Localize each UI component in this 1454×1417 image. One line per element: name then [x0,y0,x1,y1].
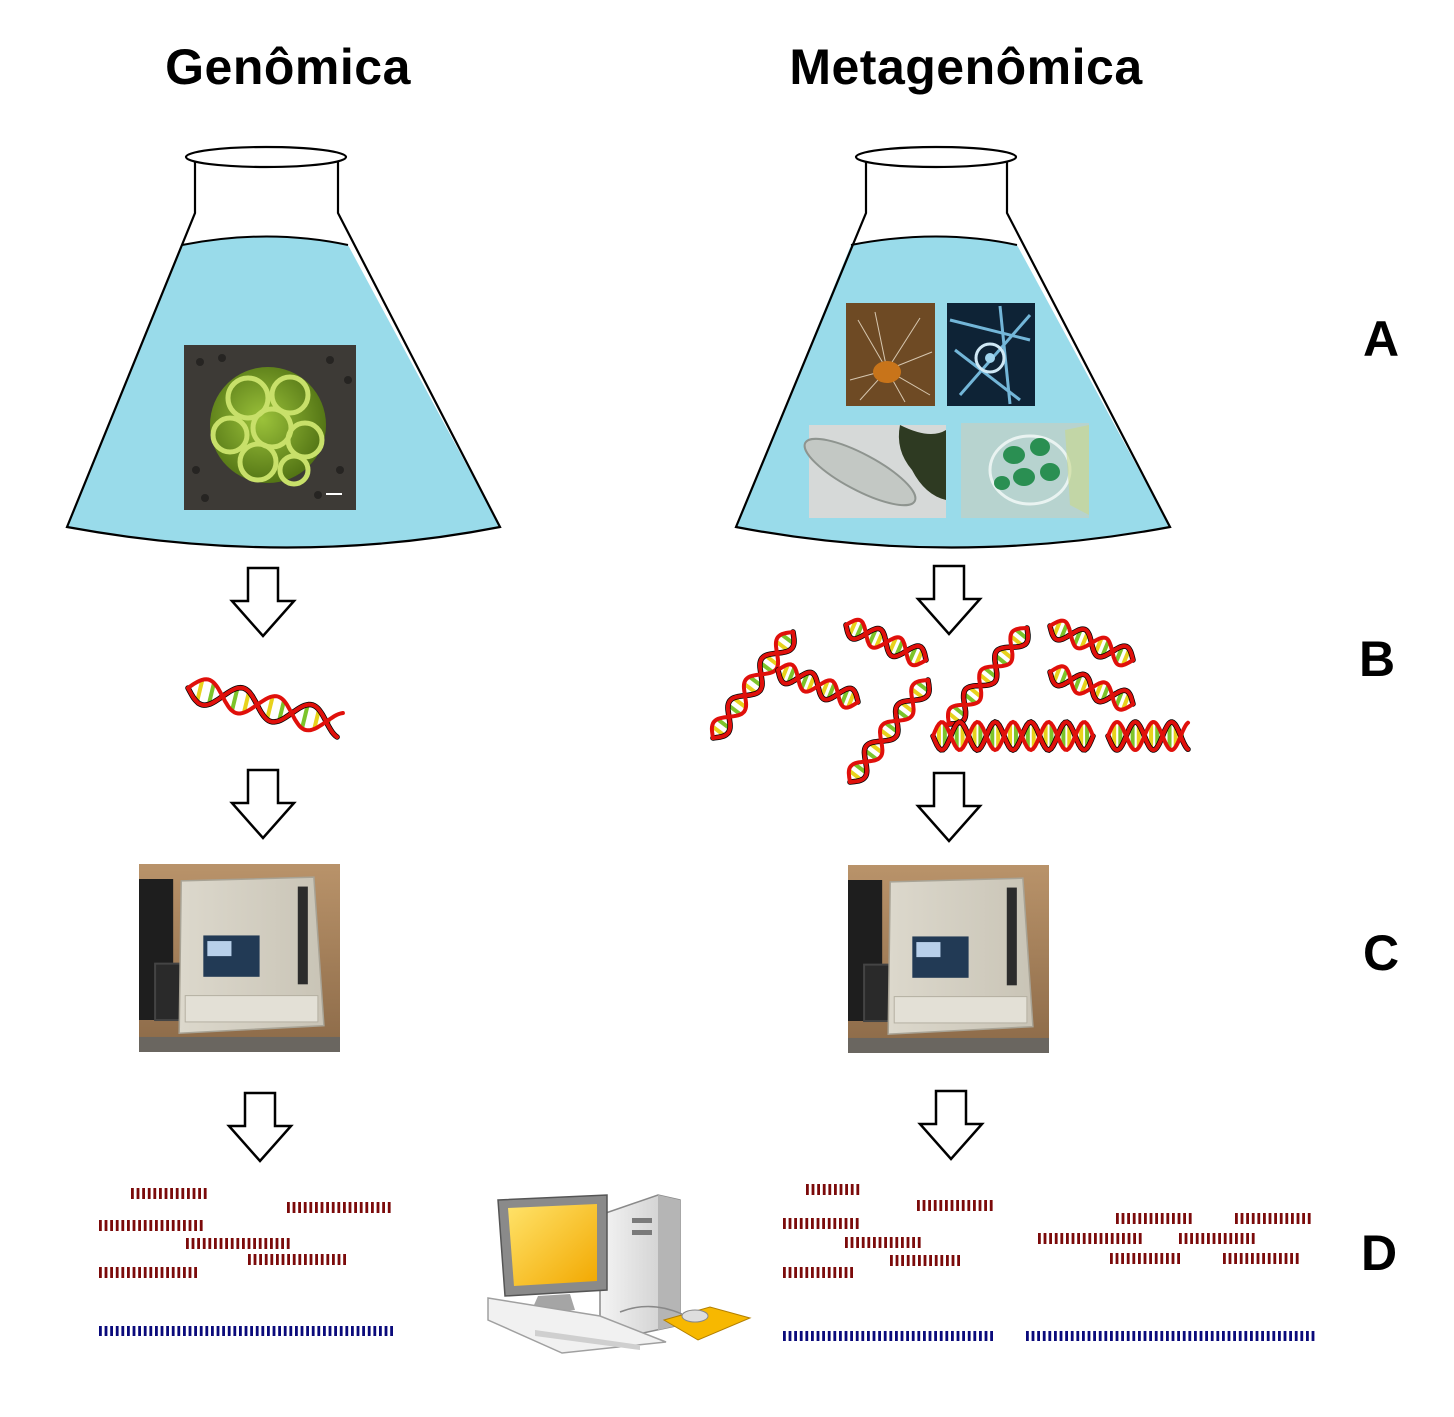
microorganism-image-4 [961,423,1089,518]
sequence-read [783,1218,859,1229]
sequence-read [1110,1253,1180,1264]
microorganism-image-2 [947,303,1035,406]
dna-sequencer-machine-icon [139,864,340,1052]
down-arrow-icon [918,566,980,634]
dna-helix-icon [846,620,926,665]
step-label-d: D [1361,1224,1397,1282]
sequence-read [1179,1233,1255,1244]
dna-helix-icon [849,680,929,782]
sequence-read [1038,1233,1142,1244]
sequence-read [186,1238,290,1249]
title-metagenomics: Metagenômica [789,38,1142,96]
step-label-c: C [1363,924,1399,982]
down-arrow-icon [918,773,980,841]
dna-helix-icon [933,722,1093,750]
dna-helix-icon [1050,666,1133,709]
assembled-sequence [1026,1331,1314,1341]
dna-group [188,620,1188,782]
dna-helix-icon [1050,621,1133,666]
arrows-group [229,566,982,1161]
sequence-read [917,1200,993,1211]
dna-helix-icon [948,628,1028,724]
assembled-sequence [99,1326,393,1336]
sequence-read [1223,1253,1299,1264]
sequence-read [287,1202,391,1213]
down-arrow-icon [920,1091,982,1159]
title-genomics: Genômica [165,38,411,96]
down-arrow-icon [232,568,294,636]
step-label-a: A [1363,310,1399,368]
desktop-computer-icon [488,1195,750,1353]
sequence-read [806,1184,859,1195]
sequence-read [1235,1213,1311,1224]
dna-sequencer-machine-icon [848,865,1049,1053]
microorganism-image-3 [797,425,946,518]
dna-helix-icon [1108,722,1188,750]
dna-helix-icon [188,679,343,737]
assembled-sequence [783,1331,993,1341]
sequencers-group [139,864,1049,1053]
sequence-read [1116,1213,1192,1224]
sequence-read [845,1237,921,1248]
sequence-read [99,1267,197,1278]
microorganism-image-1 [846,303,935,406]
sequence-read [890,1255,960,1266]
step-label-b: B [1359,630,1395,688]
dna-helix-icon [778,664,858,707]
sequence-read [99,1220,203,1231]
down-arrow-icon [232,770,294,838]
down-arrow-icon [229,1093,291,1161]
coccolithophore-image [184,345,356,510]
sequence-read [131,1188,207,1199]
sequence-read [783,1267,853,1278]
sequence-read [248,1254,346,1265]
